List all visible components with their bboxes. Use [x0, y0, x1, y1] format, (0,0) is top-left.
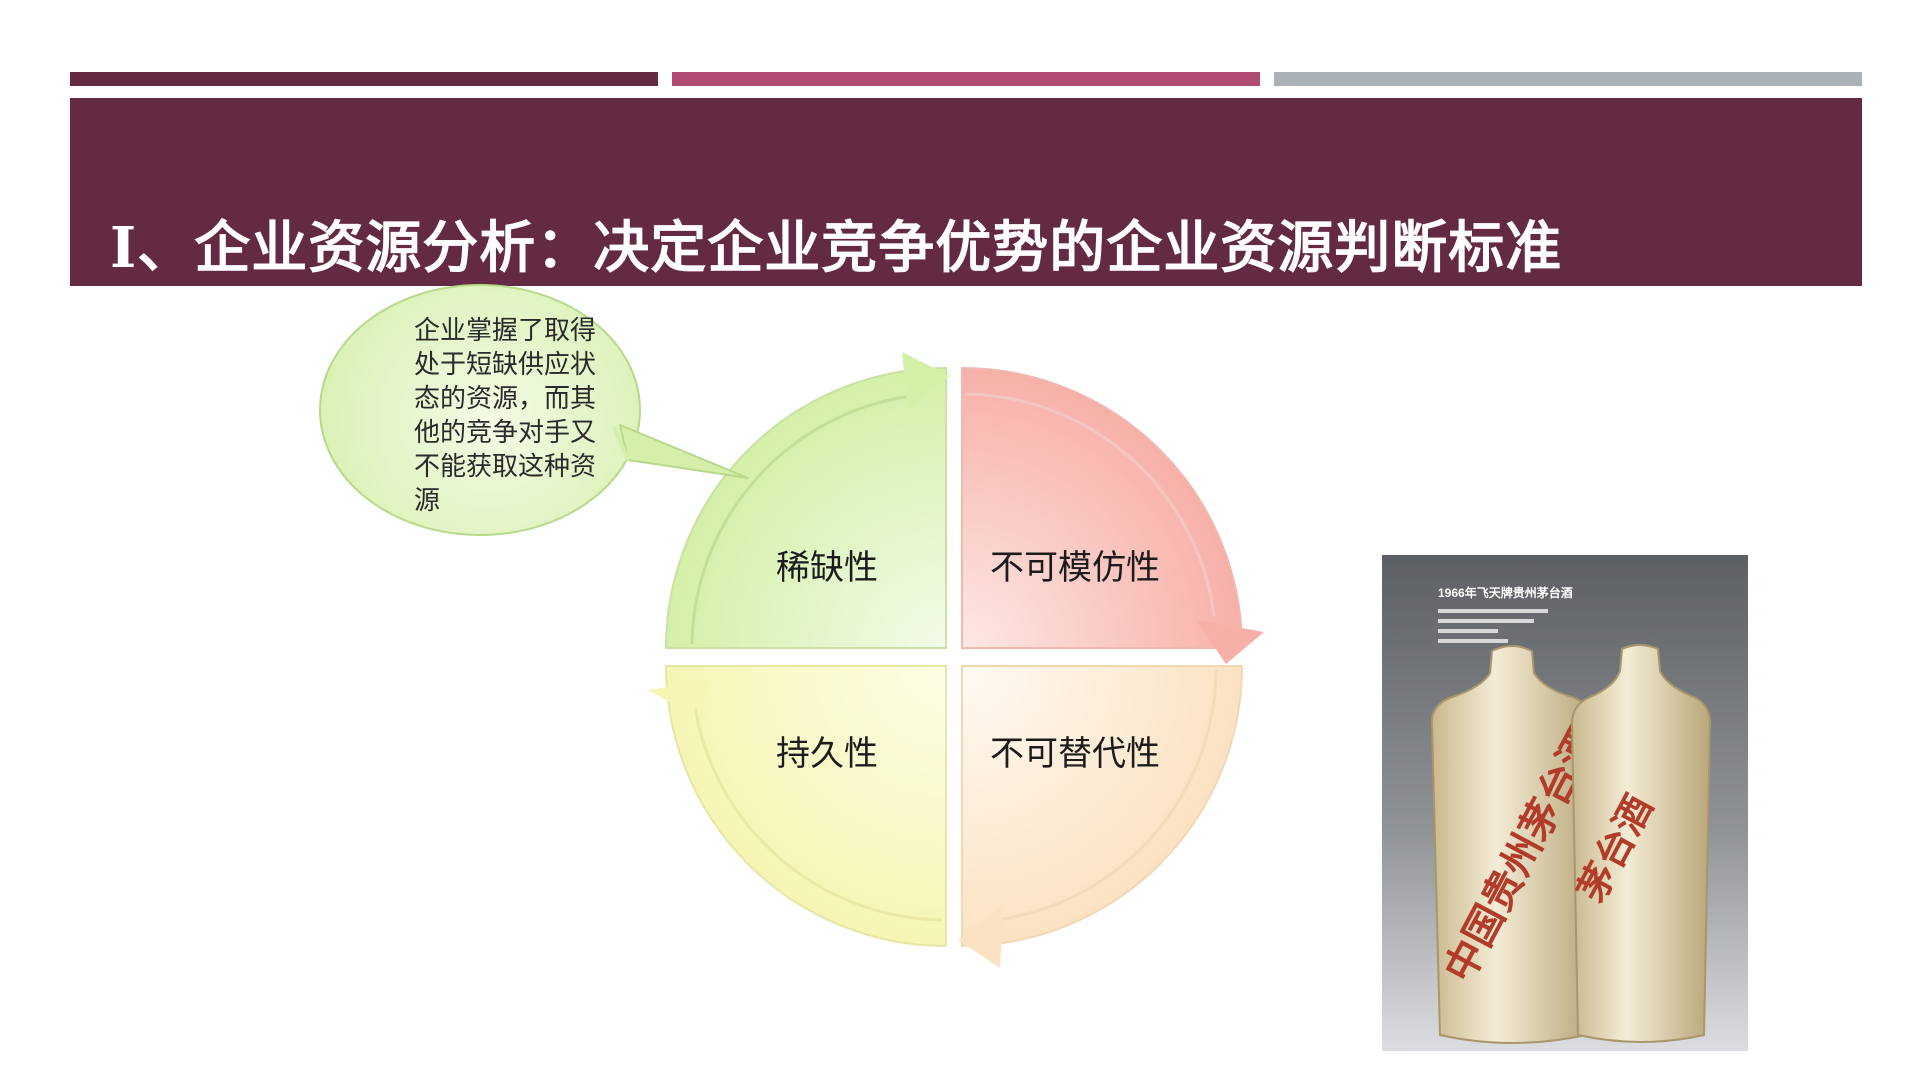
photo-heading: 1966年飞天牌贵州茅台酒: [1438, 585, 1573, 600]
callout-text: 企业掌握了取得处于短缺供应状态的资源，而其他的竞争对手又不能获取这种资源: [414, 316, 597, 516]
label-durability: 持久性: [776, 734, 878, 774]
title-banner: Ⅰ、企业资源分析：决定企业竞争优势的企业资源判断标准: [70, 98, 1862, 286]
label-non-substitutability: 不可替代性: [990, 734, 1160, 774]
label-inimitability: 不可模仿性: [990, 548, 1160, 588]
bottle-right: 茅台酒: [1568, 644, 1712, 1043]
quadrant-top-left: [664, 352, 950, 649]
label-scarcity: 稀缺性: [776, 548, 878, 588]
header-bar-pink: [672, 72, 1260, 86]
maotai-bottles-photo: 1966年飞天牌贵州茅台酒 中国贵州茅台酒 茅台酒: [1382, 555, 1748, 1051]
header-bar-gray: [1274, 72, 1862, 86]
header-bar-dark: [70, 72, 658, 86]
speech-bubble-callout: [319, 284, 749, 536]
slide-title: Ⅰ、企业资源分析：决定企业竞争优势的企业资源判断标准: [110, 215, 1563, 281]
quadrant-top-right: [961, 366, 1264, 664]
quadrant-bottom-left: [648, 665, 947, 948]
quadrant-bottom-right: [958, 665, 1244, 968]
